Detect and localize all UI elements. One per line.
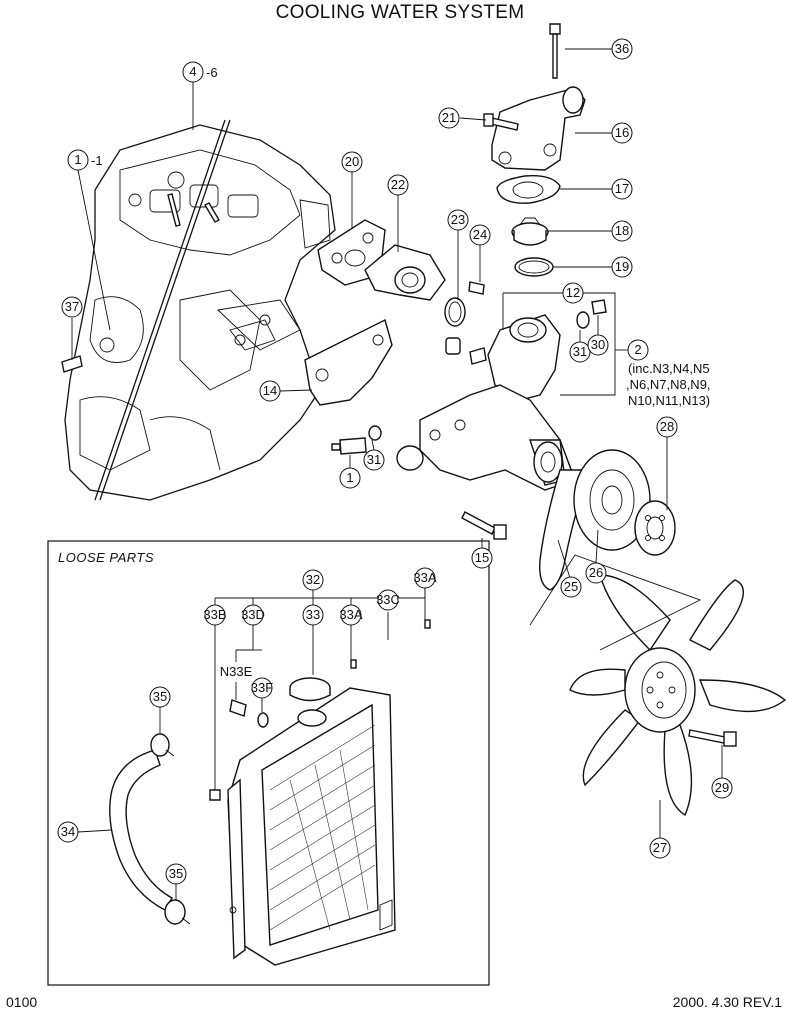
callout-33D-label: 33D xyxy=(241,607,265,622)
callout-14: 14 xyxy=(259,380,281,402)
callout-27: 27 xyxy=(649,837,671,859)
callout-35-top-label: 35 xyxy=(153,689,167,704)
callout-33B: 33B xyxy=(203,604,227,626)
callout-29-label: 29 xyxy=(715,780,729,795)
callout-15-label: 15 xyxy=(475,550,489,565)
callout-34-label: 34 xyxy=(61,824,75,839)
callout-28: 28 xyxy=(656,416,678,438)
callout-22-label: 22 xyxy=(391,177,405,192)
callout-29: 29 xyxy=(711,777,733,799)
callout-20-label: 20 xyxy=(345,154,359,169)
callout-2-note-line3: N10,N11,N13) xyxy=(628,393,710,408)
callout-33A: 33A xyxy=(339,604,363,626)
callout-1-bottom-label: 1 xyxy=(346,470,353,485)
callout-16: 16 xyxy=(611,122,633,144)
callout-36: 36 xyxy=(611,38,633,60)
callout-N33E: N33E xyxy=(220,664,253,679)
callout-33B-label: 33B xyxy=(203,607,226,622)
callout-33: 33 xyxy=(302,604,324,626)
page-title: COOLING WATER SYSTEM xyxy=(275,2,525,23)
callout-33A-top: 33A xyxy=(413,567,437,589)
callout-2-note-line2: ,N6,N7,N8,N9, xyxy=(626,377,711,392)
callout-37-label: 37 xyxy=(65,299,79,314)
callout-35-top: 35 xyxy=(149,686,171,708)
revision-date: 2000. 4.30 REV.1 xyxy=(672,994,782,1010)
callout-31-bottom: 31 xyxy=(363,449,385,471)
callout-19-label: 19 xyxy=(615,259,629,274)
callout-33A-label: 33A xyxy=(339,607,362,622)
callout-12-label: 12 xyxy=(566,285,580,300)
callout-16-label: 16 xyxy=(615,125,629,140)
callout-15: 15 xyxy=(471,547,493,569)
callout-25-label: 25 xyxy=(564,579,578,594)
pulley-and-belt xyxy=(539,449,676,591)
engine-block xyxy=(61,119,336,501)
loose-parts-label: LOOSE PARTS xyxy=(58,550,154,565)
callout-19: 19 xyxy=(611,256,633,278)
callout-1-top-suffix: -1 xyxy=(91,153,103,168)
callout-18: 18 xyxy=(611,220,633,242)
callout-31-bottom-label: 31 xyxy=(367,452,381,467)
callout-24: 24 xyxy=(469,224,491,246)
callout-21-label: 21 xyxy=(442,110,456,125)
callout-25: 25 xyxy=(560,576,582,598)
callout-1-bottom: 1 xyxy=(339,467,361,489)
callout-4: 4 -6 xyxy=(182,61,218,83)
callout-1-top: 1 -1 xyxy=(67,149,103,171)
callout-12: 12 xyxy=(562,282,584,304)
callout-17-label: 17 xyxy=(615,181,629,196)
callout-37: 37 xyxy=(61,296,83,318)
callout-1-top-label: 1 xyxy=(74,152,81,167)
callout-17: 17 xyxy=(611,178,633,200)
callout-31-top-label: 31 xyxy=(573,344,587,359)
callout-14-label: 14 xyxy=(263,383,277,398)
callout-4-suffix: -6 xyxy=(206,65,218,80)
leader-lines xyxy=(71,48,723,900)
callout-22: 22 xyxy=(387,174,409,196)
callout-32: 32 xyxy=(302,569,324,591)
callout-28-label: 28 xyxy=(660,419,674,434)
callout-35-bottom: 35 xyxy=(165,863,187,885)
callout-33-label: 33 xyxy=(306,607,320,622)
loose-parts-box xyxy=(47,540,490,986)
callout-33F-label: 33F xyxy=(251,680,273,695)
callout-26-label: 26 xyxy=(589,565,603,580)
gaskets-and-plates xyxy=(217,219,485,406)
callout-18-label: 18 xyxy=(615,223,629,238)
callout-2: 2 xyxy=(627,339,649,361)
callout-33C: 33C xyxy=(376,589,400,611)
callout-30-label: 30 xyxy=(591,337,605,352)
callout-4-label: 4 xyxy=(189,64,196,79)
callout-2-note-line1: (inc.N3,N4,N5 xyxy=(628,361,710,376)
cooling-fan xyxy=(569,574,787,817)
callout-36-label: 36 xyxy=(615,41,629,56)
callout-33C-label: 33C xyxy=(376,592,400,607)
callout-35-bottom-label: 35 xyxy=(169,866,183,881)
callout-23-label: 23 xyxy=(451,212,465,227)
callout-33F: 33F xyxy=(251,677,273,699)
radiator xyxy=(227,687,396,966)
callout-33D: 33D xyxy=(241,604,265,626)
callout-31-top: 31 xyxy=(569,341,591,363)
loose-small-parts xyxy=(109,619,431,925)
callout-2-label: 2 xyxy=(634,342,641,357)
callout-27-label: 27 xyxy=(653,840,667,855)
callout-32-label: 32 xyxy=(306,572,320,587)
water-pump xyxy=(331,299,607,540)
callout-26: 26 xyxy=(585,562,607,584)
callout-33A-top-label: 33A xyxy=(413,570,436,585)
thermostat-housing-assembly xyxy=(483,23,586,277)
callout-24-label: 24 xyxy=(473,227,487,242)
callout-N33E-label: N33E xyxy=(220,664,253,679)
page-number: 0100 xyxy=(6,994,38,1010)
callout-20: 20 xyxy=(341,151,363,173)
callout-30: 30 xyxy=(587,334,609,356)
callout-21: 21 xyxy=(438,107,460,129)
callout-34: 34 xyxy=(57,821,79,843)
callout-23: 23 xyxy=(447,209,469,231)
